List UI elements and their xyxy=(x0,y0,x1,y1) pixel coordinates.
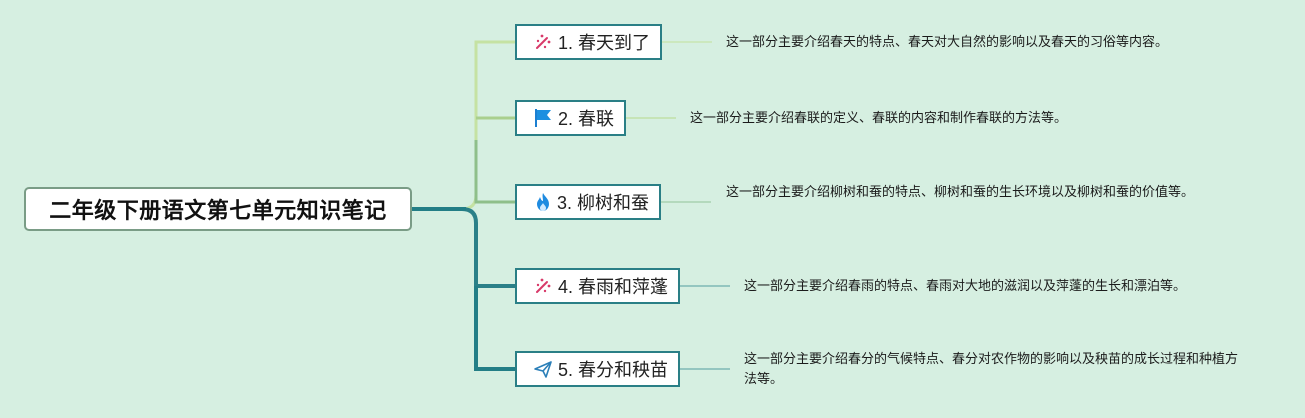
flag-icon xyxy=(533,107,554,129)
topic-node-3[interactable]: 3. 柳树和蚕 xyxy=(515,184,661,220)
topic-node-5[interactable]: 5. 春分和秧苗 xyxy=(515,351,680,387)
topic-label-4: 4. 春雨和萍蓬 xyxy=(557,277,668,297)
connector-branch-3 xyxy=(474,140,515,204)
topic-node-1[interactable]: 1. 春天到了 xyxy=(515,24,662,60)
topic-label-5: 5. 春分和秧苗 xyxy=(557,360,668,380)
topic-desc-5: 这一部分主要介绍春分的气候特点、春分对农作物的影响以及秧苗的成长过程和种植方法等… xyxy=(744,351,1239,386)
connector-branch-4 xyxy=(412,207,515,288)
topic-label-3: 3. 柳树和蚕 xyxy=(556,193,649,213)
root-topic[interactable]: 二年级下册语文第七单元知识笔记 xyxy=(24,187,412,231)
topic-desc-4: 这一部分主要介绍春雨的特点、春雨对大地的滋润以及萍蓬的生长和漂泊等。 xyxy=(744,278,1187,293)
paper-plane-icon xyxy=(533,358,554,380)
connector-branch-1 xyxy=(412,40,515,211)
sparkle-icon xyxy=(533,31,554,53)
topic-desc-2: 这一部分主要介绍春联的定义、春联的内容和制作春联的方法等。 xyxy=(690,110,1068,125)
topic-desc-1: 这一部分主要介绍春天的特点、春天对大自然的影响以及春天的习俗等内容。 xyxy=(726,34,1169,49)
flame-icon xyxy=(533,191,553,213)
topic-desc-3: 这一部分主要介绍柳树和蚕的特点、柳树和蚕的生长环境以及柳树和蚕的价值等。 xyxy=(726,184,1195,199)
topic-label-1: 1. 春天到了 xyxy=(557,33,650,53)
topic-node-2[interactable]: 2. 春联 xyxy=(515,100,626,136)
connector-branch-5 xyxy=(474,286,515,371)
topic-node-4[interactable]: 4. 春雨和萍蓬 xyxy=(515,268,680,304)
sparkle-icon xyxy=(533,275,554,297)
topic-label-2: 2. 春联 xyxy=(557,109,614,129)
